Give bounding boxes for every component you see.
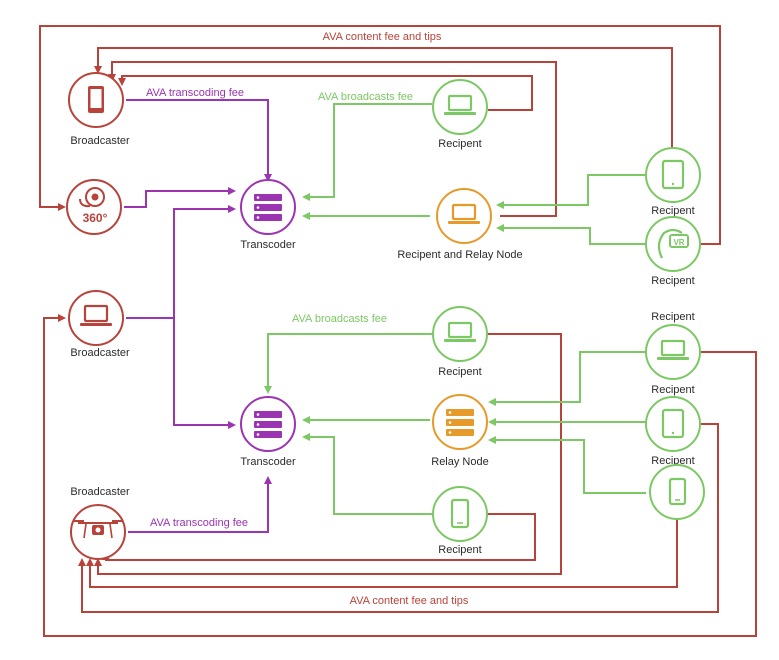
node-broadcaster-laptop: Broadcaster [68, 290, 130, 359]
node-label: Transcoder [240, 239, 296, 251]
node-label: Recipent [651, 275, 694, 287]
node-label: Transcoder [240, 456, 296, 468]
icon-text: VR [673, 238, 684, 247]
node-recipient-vr: VR Recipent [645, 216, 701, 287]
edge-top-laptop-to-transcoder [302, 103, 432, 201]
edge-mid-laptop-to-drone [94, 333, 562, 575]
node-transcoder-top: Transcoder [240, 179, 296, 251]
vr-headset-icon: VR [657, 228, 689, 259]
server-icon [254, 194, 282, 221]
edge-tablet-to-broadcaster [94, 47, 673, 150]
broadcasts-fee-label-bottom: AVA broadcasts fee [292, 313, 387, 325]
edge-right-laptop-to-relay [488, 351, 646, 406]
camera-360-icon: 360° [79, 187, 108, 225]
node-label: Broadcaster [70, 347, 130, 359]
node-recipient-relay: Recipent and Relay Node [397, 188, 523, 261]
laptop-icon [444, 94, 476, 115]
phone-icon [450, 498, 470, 529]
node-recipient-right-phone [649, 464, 705, 520]
edge-top-laptop-to-broadcaster [118, 75, 533, 111]
edge-vr-to-relay-recipient [496, 224, 646, 245]
icon-text: 360° [83, 211, 108, 225]
node-recipient-tablet-top-right: Recipent [645, 147, 701, 217]
node-relay: Relay Node [431, 394, 489, 468]
broadcasts-fee-label-top: AVA broadcasts fee [318, 91, 413, 103]
node-recipient-bottom-phone: Recipent [432, 486, 488, 556]
server-icon [254, 411, 282, 438]
bottom-content-fee-label: AVA content fee and tips [350, 595, 469, 607]
edge-bottom-phone-to-transcoder [302, 433, 432, 515]
edge-right-phone-to-drone [86, 514, 678, 588]
phone-icon [88, 86, 104, 113]
transcoding-fee-label-bottom: AVA transcoding fee [150, 517, 248, 529]
node-label: Recipent [438, 366, 481, 378]
node-top-label: Recipent [651, 311, 694, 323]
top-content-fee-label: AVA content fee and tips [323, 31, 442, 43]
node-recipient-right-tablet: Recipent [645, 396, 701, 467]
content-fee-edges [39, 25, 757, 637]
phone-icon [668, 477, 687, 506]
edge-tablet-to-relay-recipient [496, 174, 646, 209]
transcoding-fee-edges [124, 99, 272, 533]
node-recipient-right-laptop: Recipent Recipent [645, 311, 701, 396]
node-recipient-mid-laptop: Recipent [432, 306, 488, 378]
server-icon [446, 409, 474, 436]
node-label: Recipent [651, 455, 694, 467]
laptop-icon [448, 203, 480, 224]
edge-relay-recipient-to-broadcaster [108, 61, 557, 217]
node-label: Recipent and Relay Node [397, 249, 522, 261]
edge-360-to-transcoder-top [124, 187, 236, 208]
edge-drone-to-transcoder-bottom [128, 476, 272, 533]
node-label: Recipent [438, 138, 481, 150]
drone-icon [74, 520, 122, 539]
node-label: Broadcaster [70, 135, 130, 147]
node-label: Recipent [651, 205, 694, 217]
edge-right-tablet-to-drone [78, 423, 719, 613]
laptop-icon [444, 321, 476, 342]
node-label: Broadcaster [70, 486, 130, 498]
edge-broadcaster-to-transcoder-top [126, 99, 272, 182]
transcoding-fee-label-top: AVA transcoding fee [146, 87, 244, 99]
node-transcoder-bottom: Transcoder [240, 396, 296, 468]
laptop-icon [657, 339, 689, 360]
edge-vr-to-360 [39, 25, 721, 245]
tablet-icon [661, 159, 685, 190]
edge-right-laptop-to-broadcaster [43, 314, 757, 637]
edge-laptop-to-transcoder-bottom [173, 318, 236, 429]
node-label: Recipent [438, 544, 481, 556]
node-camera-360: 360° [66, 179, 122, 235]
laptop-icon [80, 304, 112, 326]
node-label: Recipent [651, 384, 694, 396]
node-broadcaster-phone: Broadcaster [68, 72, 130, 147]
node-broadcaster-drone: Broadcaster [70, 486, 130, 560]
node-recipient-top-laptop: Recipent [432, 79, 488, 150]
edge-right-phone-to-relay [488, 436, 646, 494]
edge-mid-laptop-to-transcoder [264, 333, 432, 394]
node-label: Relay Node [431, 456, 488, 468]
tablet-icon [661, 408, 685, 439]
edge-laptop-to-transcoder-top [126, 205, 236, 319]
broadcast-fee-edges [264, 103, 646, 515]
